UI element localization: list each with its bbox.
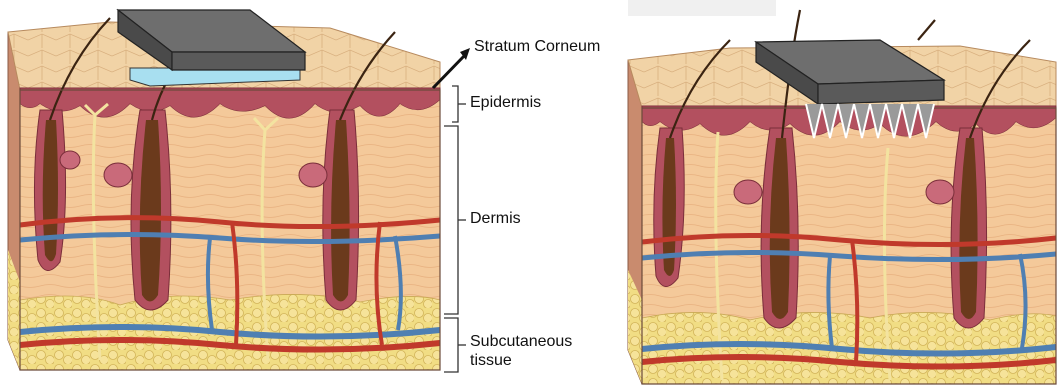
right-dermis-layer	[642, 118, 1056, 330]
microneedle-front-face	[818, 80, 944, 104]
dermis-bracket	[444, 126, 458, 314]
background-artifact	[628, 0, 776, 16]
subcutaneous-bracket	[444, 318, 458, 372]
subcutaneous-label-line2: tissue	[470, 352, 512, 370]
dermis-label: Dermis	[470, 210, 521, 228]
stratum-corneum-label: Stratum Corneum	[474, 38, 600, 56]
transdermal-patch	[118, 10, 305, 86]
epidermis-label: Epidermis	[470, 94, 541, 112]
patch-front-face	[172, 52, 305, 70]
subcutaneous-label-line1: Subcutaneous	[470, 333, 572, 351]
layer-brackets	[444, 86, 466, 372]
epidermis-bracket	[452, 86, 458, 122]
